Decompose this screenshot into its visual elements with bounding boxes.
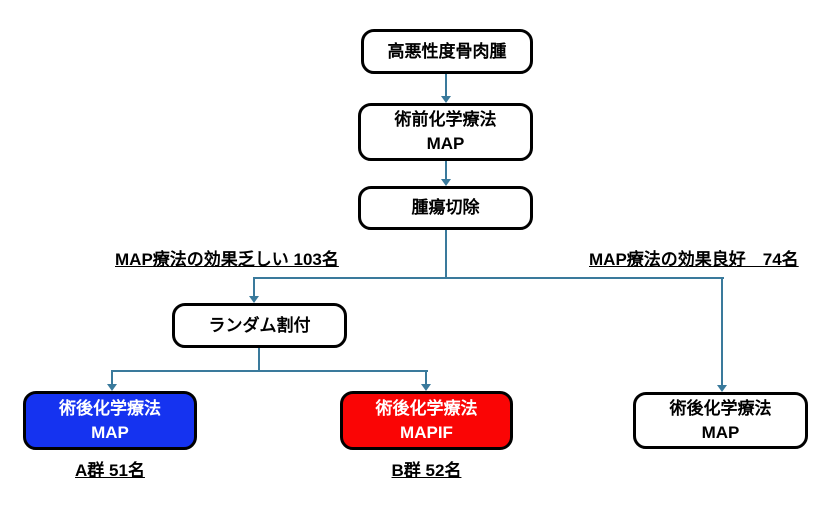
- label-poor-response: MAP療法の効果乏しい 103名: [115, 250, 339, 269]
- arrowhead-arm-b: [421, 384, 431, 391]
- arrowhead-arm-a: [107, 384, 117, 391]
- arrowhead-preop: [441, 96, 451, 103]
- node-osteosarcoma: 高悪性度骨肉腫: [361, 29, 533, 74]
- node-arm-a-line1: 術後化学療法: [59, 398, 161, 418]
- arrowhead-good-response-arm: [717, 385, 727, 392]
- label-group-b: B群 52名: [391, 461, 462, 480]
- label-good-response: MAP療法の効果良好 74名: [589, 250, 799, 269]
- node-preop-chemo: 術前化学療法 MAP: [358, 103, 533, 161]
- node-tumor-resection-label: 腫瘍切除: [411, 198, 480, 218]
- node-arm-a-line2: MAP: [91, 422, 129, 442]
- node-good-response-arm-line2: MAP: [701, 422, 740, 442]
- connector-resection-down: [445, 230, 447, 279]
- connector-arm-a-down: [111, 370, 113, 385]
- node-osteosarcoma-label: 高悪性度骨肉腫: [387, 41, 507, 61]
- connector-preop-to-resection: [445, 161, 447, 180]
- connector-arm-b-down: [425, 370, 427, 385]
- node-tumor-resection: 腫瘍切除: [358, 186, 533, 230]
- node-good-response-arm: 術後化学療法 MAP: [633, 392, 808, 449]
- node-arm-b-line2: MAPIF: [400, 422, 453, 442]
- connector-right-branch-down: [721, 277, 723, 386]
- node-preop-chemo-line2: MAP: [426, 134, 465, 153]
- node-preop-chemo-line1: 術前化学療法: [394, 110, 497, 130]
- node-randomization-label: ランダム割付: [208, 315, 311, 335]
- connector-osteosarcoma-to-preop: [445, 74, 447, 97]
- node-good-response-arm-line1: 術後化学療法: [669, 398, 772, 418]
- node-arm-a: 術後化学療法 MAP: [23, 391, 197, 450]
- connector-split-horizontal: [253, 277, 724, 279]
- arrowhead-randomization: [249, 296, 259, 303]
- node-arm-b-line1: 術後化学療法: [375, 398, 478, 418]
- connector-random-split-horizontal: [111, 370, 428, 372]
- connector-randomization-down: [258, 348, 260, 372]
- connector-left-branch-down: [253, 277, 255, 297]
- label-group-a: A群 51名: [75, 461, 145, 480]
- node-randomization: ランダム割付: [172, 303, 347, 348]
- node-arm-b: 術後化学療法 MAPIF: [340, 391, 513, 450]
- arrowhead-resection: [441, 179, 451, 186]
